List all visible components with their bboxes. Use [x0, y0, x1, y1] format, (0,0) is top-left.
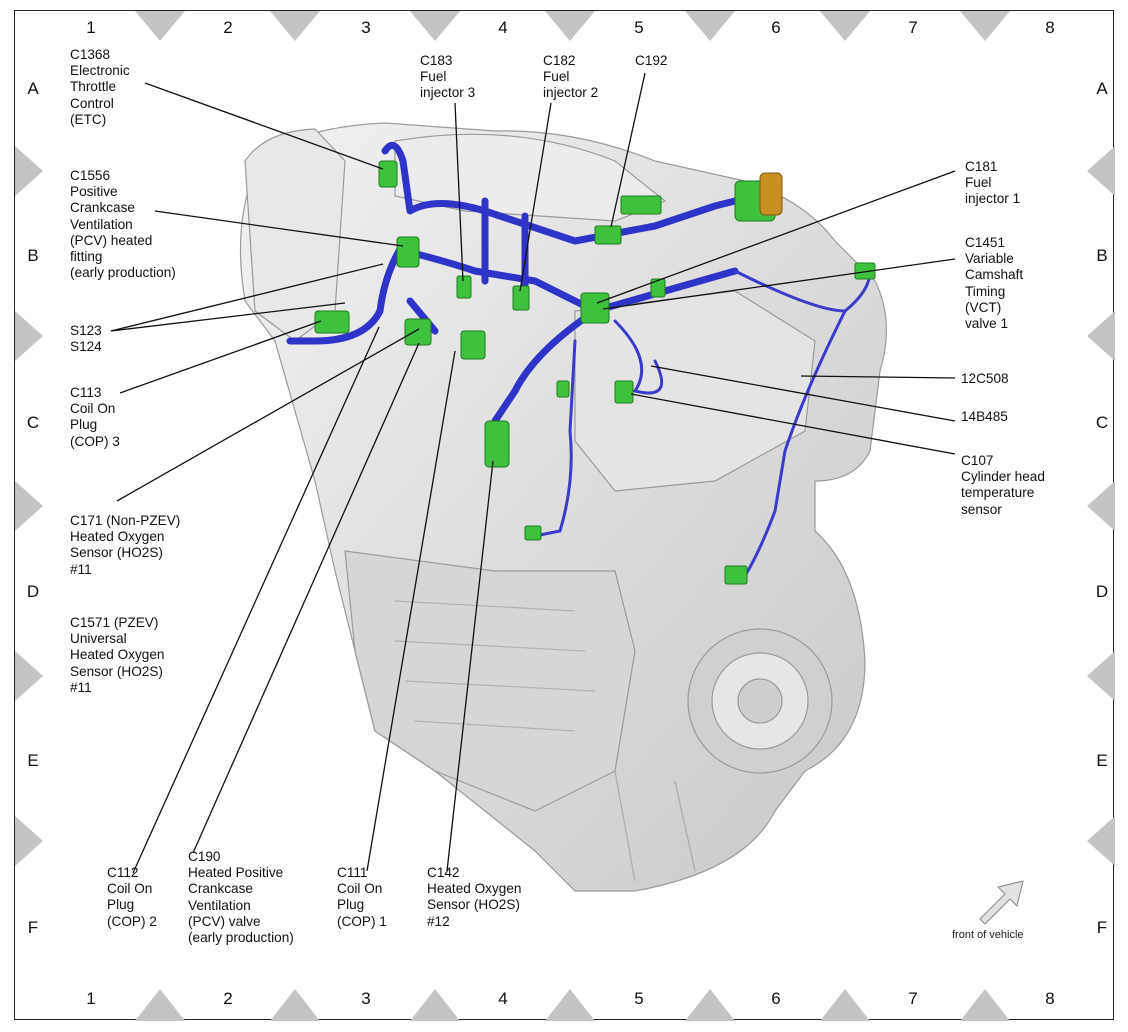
- arrow-up-right-icon: [979, 880, 1024, 925]
- callout-c182: C182 Fuel injector 2: [543, 53, 599, 101]
- grid-row-right-c: C: [1095, 413, 1109, 432]
- grid-col-bottom-2: 2: [223, 989, 233, 1008]
- callout-c1571: C1571 (PZEV) Universal Heated Oxygen Sen…: [70, 615, 165, 695]
- thin-wires: [533, 269, 872, 578]
- grid-row-left-d: D: [26, 582, 40, 601]
- callout-c190: C190 Heated Positive Crankcase Ventilati…: [188, 849, 294, 946]
- grid-col-bottom-8: 8: [1045, 989, 1055, 1008]
- callout-14b485: 14B485: [961, 409, 1008, 424]
- callout-c111: C111 Coil On Plug (COP) 1: [337, 865, 387, 929]
- grid-row-right-a: A: [1096, 79, 1108, 98]
- grid-col-bottom-3: 3: [361, 989, 371, 1008]
- grid-col-top-4: 4: [498, 18, 508, 37]
- grid-col-top-2: 2: [223, 18, 233, 37]
- engine-block: [239, 122, 887, 892]
- grid-col-bottom-7: 7: [908, 989, 918, 1008]
- grid-col-top-5: 5: [634, 18, 644, 37]
- callout-c181: C181 Fuel injector 1: [965, 159, 1021, 207]
- grid-col-top-8: 8: [1045, 18, 1055, 37]
- grid-row-right-f: F: [1096, 918, 1108, 937]
- grid-row-right-d: D: [1095, 582, 1109, 601]
- callout-s123-s124: S123 S124: [70, 323, 102, 355]
- callout-c112: C112 Coil On Plug (COP) 2: [107, 865, 157, 929]
- callout-c107: C107 Cylinder head temperature sensor: [961, 453, 1045, 517]
- grid-col-top-1: 1: [86, 18, 96, 37]
- grid-row-right-e: E: [1096, 751, 1108, 770]
- grid-row-left-c: C: [26, 413, 40, 432]
- callout-c183: C183 Fuel injector 3: [420, 53, 476, 101]
- callout-c142: C142 Heated Oxygen Sensor (HO2S) #12: [427, 865, 522, 929]
- callout-c113: C113 Coil On Plug (COP) 3: [70, 385, 120, 449]
- callout-c1556: C1556 Positive Crankcase Ventilation (PC…: [70, 168, 176, 281]
- engine-diagram: [15, 11, 1115, 1021]
- grid-col-bottom-1: 1: [86, 989, 96, 1008]
- callout-c1451: C1451 Variable Camshaft Timing (VCT) val…: [965, 235, 1024, 332]
- grid-row-left-f: F: [27, 918, 39, 937]
- front-of-vehicle-label: front of vehicle: [952, 929, 1024, 941]
- callout-c171: C171 (Non-PZEV) Heated Oxygen Sensor (HO…: [70, 513, 181, 577]
- grid-col-bottom-4: 4: [498, 989, 508, 1008]
- grid-markers: [15, 11, 1115, 1021]
- grid-row-left-b: B: [27, 246, 39, 265]
- grid-col-top-7: 7: [908, 18, 918, 37]
- grid-col-top-3: 3: [361, 18, 371, 37]
- diagram-frame: 1 2 3 4 5 6 7 8 1 2 3 4 5 6 7 8 A B C D …: [14, 10, 1115, 1021]
- grid-row-left-a: A: [27, 79, 39, 98]
- grid-col-top-6: 6: [771, 18, 781, 37]
- callout-c1368: C1368 Electronic Throttle Control (ETC): [70, 47, 130, 127]
- grid-row-right-b: B: [1096, 246, 1108, 265]
- grid-col-bottom-6: 6: [771, 989, 781, 1008]
- leader-lines: [110, 72, 956, 874]
- grid-col-bottom-5: 5: [634, 989, 644, 1008]
- callout-12c508: 12C508: [961, 371, 1009, 386]
- grid-row-left-e: E: [27, 751, 39, 770]
- etc-motor-housing: [759, 172, 783, 216]
- callout-c192: C192: [635, 53, 668, 68]
